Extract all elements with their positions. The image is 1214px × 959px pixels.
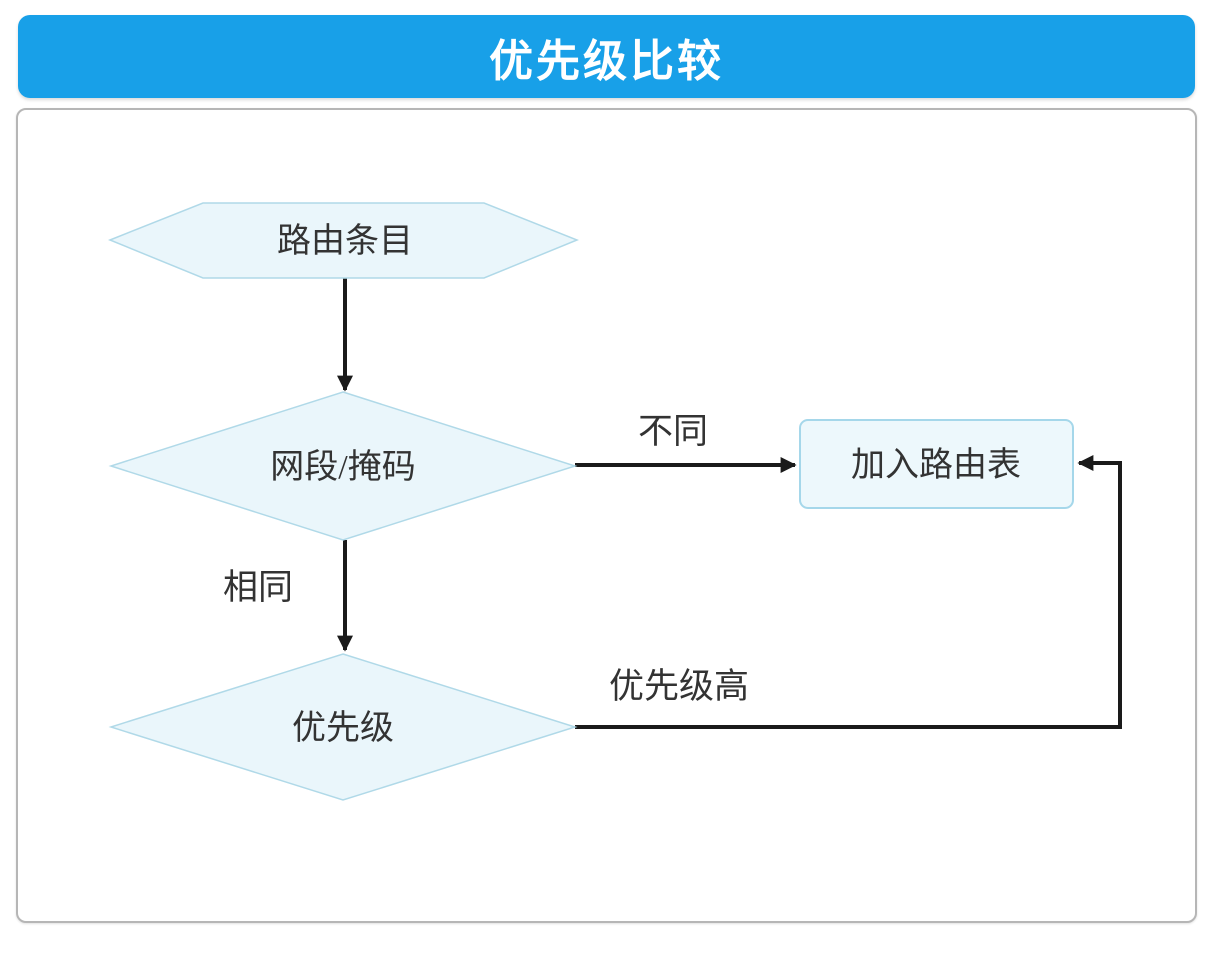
edge-priority-to-addtable-loop [575, 455, 1122, 729]
edge-label-different: 不同 [638, 412, 708, 451]
title-banner: 优先级比较 [18, 15, 1195, 98]
node-route-entry-label: 路由条目 [277, 222, 413, 260]
node-priority-label: 优先级 [292, 709, 394, 747]
edge-label-same: 相同 [223, 568, 293, 607]
node-priority-diamond [108, 653, 578, 801]
node-segment-mask-diamond [108, 391, 578, 541]
page-title: 优先级比较 [489, 36, 724, 86]
node-route-entry-hexagon [107, 202, 580, 279]
node-segment-mask-label: 网段/掩码 [270, 448, 415, 486]
edge-label-higher-priority: 优先级高 [609, 667, 749, 706]
node-add-routing-table-rect [799, 419, 1074, 509]
node-add-routing-table-label: 加入路由表 [851, 446, 1021, 484]
